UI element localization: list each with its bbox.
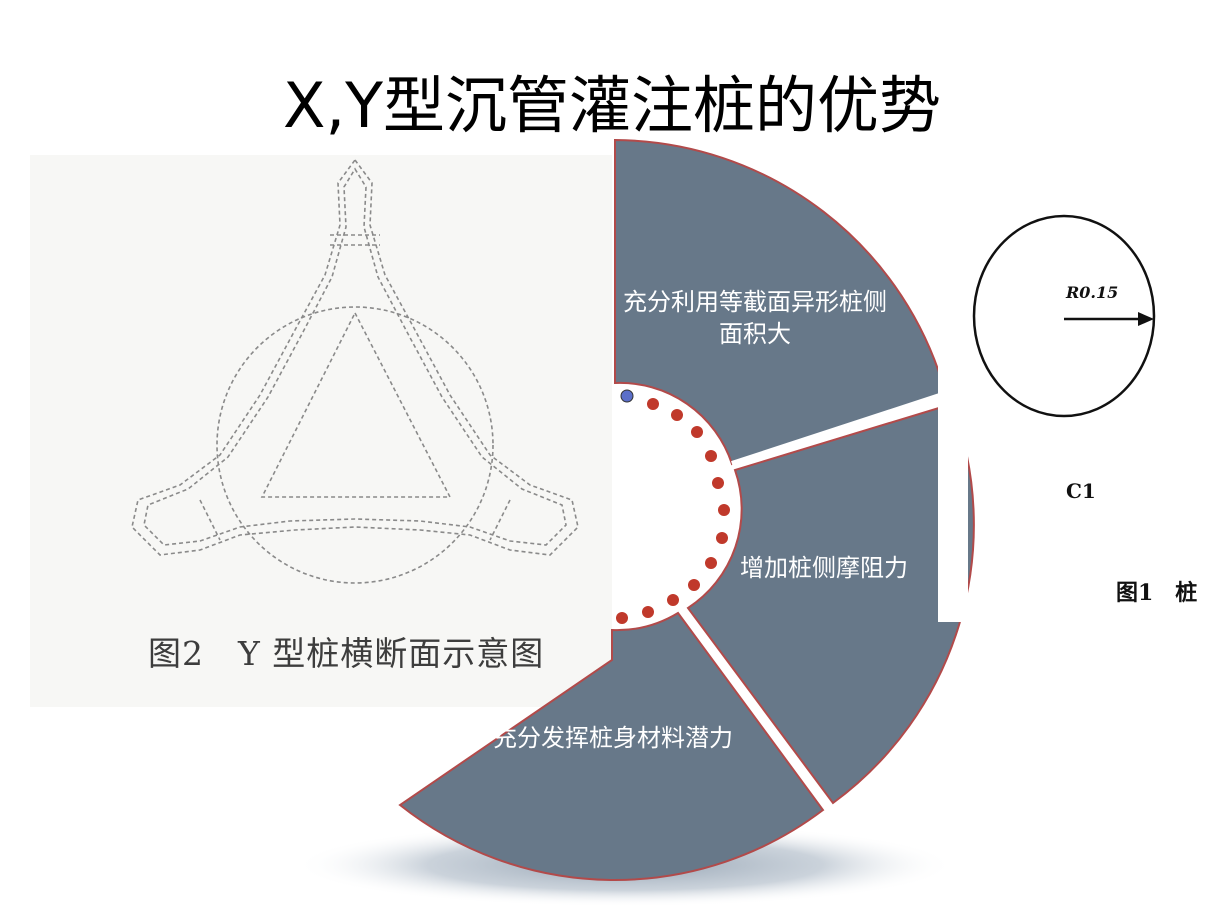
left-figure-caption: 图2 Y 型桩横断面示意图 [148,634,545,673]
right-figure-caption: 图1 桩 [1116,580,1198,606]
slide-title: X,Y型沉管灌注桩的优势 [282,69,942,142]
y-pile-drawing [131,158,579,584]
segment-3-label: 充分发挥桩身材料潜力 [493,724,733,752]
circular-pile-figure: R0.15 C1 图1 桩 [940,195,1224,625]
circle-drawing [972,214,1156,418]
outer-circle [216,306,494,584]
diagram-shadow [295,823,955,907]
y-outline [131,158,579,556]
segment-2-label: 增加桩侧摩阻力 [740,554,908,582]
dot-start [620,389,634,403]
pile-circle [972,214,1156,418]
shape-label: C1 [1066,479,1096,503]
radius-arrowhead [1138,312,1154,326]
inner-triangle [260,311,452,498]
y-inner-outline [143,167,567,546]
radius-label: R0.15 [1066,283,1119,302]
inner-arc-dots [616,389,730,624]
segment-1-label: 充分利用等截面异形桩侧面积大 [623,288,887,349]
y-pile-cross-section-figure: 图2 Y 型桩横断面示意图 [30,155,612,707]
